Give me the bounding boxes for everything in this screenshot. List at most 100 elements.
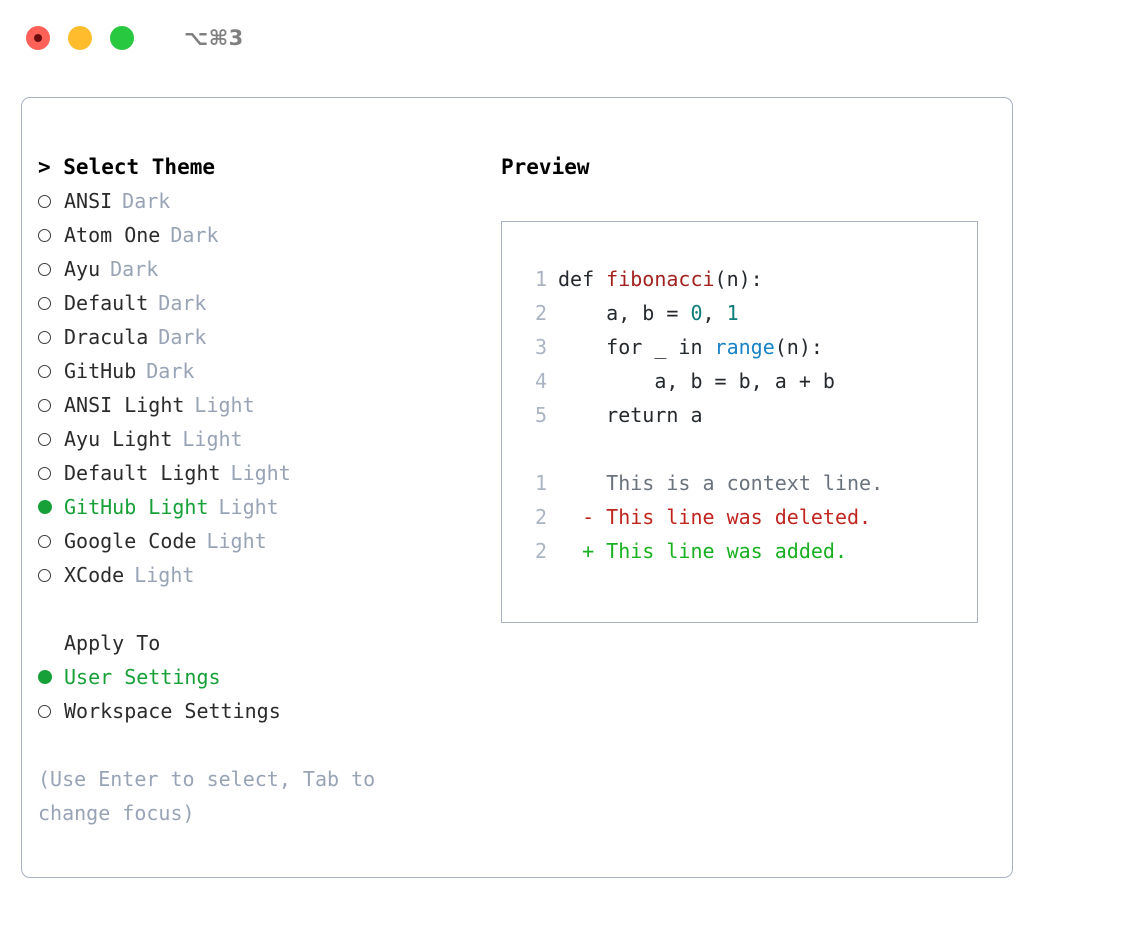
- theme-option-item[interactable]: Default Dark: [38, 286, 488, 320]
- radio-unselected-icon: [38, 423, 64, 457]
- theme-option-item[interactable]: GitHub Light Light: [38, 490, 488, 524]
- theme-variant-badge: Light: [182, 427, 243, 451]
- theme-option-label: GitHub Light: [64, 495, 209, 519]
- radio-unselected-icon: [38, 525, 64, 559]
- apply-to-title: Apply To: [64, 631, 161, 655]
- radio-glyph: [38, 500, 52, 514]
- window-controls: [26, 26, 134, 50]
- close-button-icon[interactable]: [26, 26, 50, 50]
- theme-variant-badge: Light: [134, 563, 195, 587]
- radio-glyph: [38, 705, 51, 718]
- code-token: fibonacci: [606, 267, 715, 291]
- line-number: 2: [534, 505, 547, 529]
- diff-marker: [558, 466, 594, 500]
- theme-option-item[interactable]: Ayu Light Light: [38, 422, 488, 456]
- theme-option-label: GitHub: [64, 359, 137, 383]
- radio-glyph: [38, 670, 52, 684]
- diff-line: 1 This is a context line.: [523, 466, 967, 500]
- code-token: def: [558, 267, 607, 291]
- radio-unselected-icon: [38, 253, 64, 287]
- theme-variant-badge: Dark: [158, 325, 207, 349]
- theme-option-item[interactable]: ANSI Light Light: [38, 388, 488, 422]
- theme-option-label: XCode: [64, 563, 125, 587]
- diff-text: This line was deleted.: [594, 505, 872, 529]
- theme-variant-badge: Light: [218, 495, 279, 519]
- radio-unselected-icon: [38, 287, 64, 321]
- radio-selected-icon: [38, 660, 64, 694]
- code-line: 2 a, b = 0, 1: [523, 296, 967, 330]
- apply-to-option-label: Workspace Settings: [64, 699, 281, 723]
- code-text: def fibonacci(n):: [558, 262, 763, 296]
- theme-option-label: Ayu Light: [64, 427, 173, 451]
- line-number: 1: [534, 471, 547, 495]
- radio-glyph: [38, 535, 51, 548]
- diff-marker: -: [558, 505, 595, 529]
- theme-variant-badge: Dark: [170, 223, 219, 247]
- minimize-button-icon[interactable]: [68, 26, 92, 50]
- radio-glyph: [38, 399, 51, 412]
- close-active-dot-icon: [34, 34, 42, 42]
- radio-glyph: [38, 467, 51, 480]
- radio-unselected-icon: [38, 695, 64, 729]
- radio-glyph: [38, 195, 51, 208]
- theme-option-item[interactable]: Atom One Dark: [38, 218, 488, 252]
- radio-glyph: [38, 569, 51, 582]
- diff-marker: +: [558, 539, 595, 563]
- code-token: ,: [702, 301, 727, 325]
- radio-glyph: [38, 433, 51, 446]
- theme-variant-badge: Light: [194, 393, 255, 417]
- radio-unselected-icon: [38, 185, 64, 219]
- radio-selected-icon: [38, 490, 64, 524]
- code-token: a, b =: [558, 301, 691, 325]
- line-number: 5: [534, 403, 547, 427]
- code-token: (n):: [714, 267, 763, 291]
- line-number: 2: [534, 301, 547, 325]
- theme-option-label: Google Code: [64, 529, 197, 553]
- line-number: 3: [534, 335, 547, 359]
- maximize-button-icon[interactable]: [110, 26, 134, 50]
- theme-variant-badge: Dark: [122, 189, 171, 213]
- apply-to-option-item[interactable]: Workspace Settings: [38, 694, 488, 728]
- code-token: 1: [726, 301, 739, 325]
- page-title: > Select Theme: [38, 155, 216, 179]
- theme-option-label: Ayu: [64, 257, 101, 281]
- code-token: range: [714, 335, 775, 359]
- code-line: 5 return a: [523, 398, 967, 432]
- code-token: return a: [558, 403, 703, 427]
- code-text: for _ in range(n):: [558, 330, 823, 364]
- title-bar: ⌥⌘3: [0, 0, 1140, 76]
- apply-to-option-item[interactable]: User Settings: [38, 660, 488, 694]
- radio-glyph: [38, 365, 51, 378]
- diff-line: 2 + This line was added.: [523, 534, 967, 568]
- radio-glyph: [38, 229, 51, 242]
- theme-option-label: Atom One: [64, 223, 161, 247]
- code-token: 0: [690, 301, 703, 325]
- diff-lines: 1 This is a context line. 2 - This line w…: [523, 466, 967, 568]
- code-text: return a: [558, 398, 703, 432]
- theme-variant-badge: Dark: [158, 291, 207, 315]
- radio-unselected-icon: [38, 559, 64, 593]
- code-line: 3 for _ in range(n):: [523, 330, 967, 364]
- theme-option-label: Default: [64, 291, 149, 315]
- preview-title: Preview: [501, 155, 590, 179]
- theme-option-item[interactable]: XCode Light: [38, 558, 488, 592]
- keyboard-hint-text: (Use Enter to select, Tab to change focu…: [38, 767, 388, 825]
- radio-glyph: [38, 331, 51, 344]
- code-token: for _ in: [558, 335, 715, 359]
- radio-unselected-icon: [38, 321, 64, 355]
- theme-option-label: ANSI Light: [64, 393, 185, 417]
